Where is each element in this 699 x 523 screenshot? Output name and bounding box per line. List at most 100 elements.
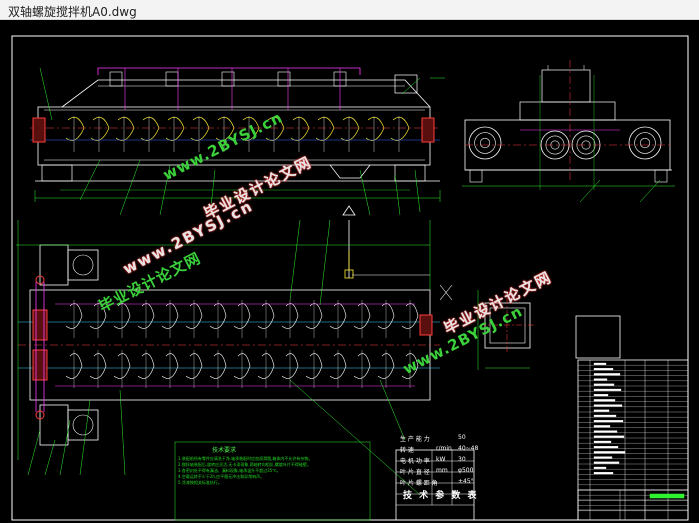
- side-foot: [654, 169, 668, 183]
- bom-text-stub: [593, 420, 624, 423]
- title-block: [577, 489, 689, 521]
- leader-line: [119, 159, 141, 216]
- auger-blade-top: [161, 303, 179, 329]
- auger-blade-bottom: [209, 353, 227, 379]
- window-title: 双轴螺旋搅拌机A0.dwg: [8, 5, 137, 19]
- leader-line: [579, 179, 601, 203]
- auger-blade-top: [329, 303, 347, 329]
- spec-value: 30: [458, 456, 466, 463]
- leader-line: [159, 164, 171, 216]
- note-line: 2.搅拌轴装配后,旋转应灵活,无卡滞现象,两轴转向相反,螺旋叶片不得碰壁。: [178, 462, 311, 467]
- gearbox: [32, 309, 48, 341]
- auger-blade-bottom: [161, 353, 179, 379]
- pulley: [468, 126, 502, 160]
- inlet-pipe: [277, 71, 291, 87]
- auger-blade-bottom: [137, 353, 155, 379]
- bearing-right: [421, 117, 435, 143]
- outlet: [329, 164, 371, 179]
- spiral-blade: [65, 117, 85, 141]
- leader-line: [119, 389, 126, 476]
- bom-text-stub: [593, 456, 613, 459]
- spiral-blade: [115, 117, 135, 141]
- note-line: 1.装配前所有零件应清洗干净,轴承装配时应加润滑脂,箱体内不允许有杂物。: [178, 456, 313, 461]
- support-right: [394, 164, 426, 182]
- leader-line: [27, 429, 41, 476]
- leader-line: [401, 77, 421, 95]
- pulley: [628, 126, 662, 160]
- bom-text-stub: [593, 446, 619, 449]
- auger-blade-top: [257, 303, 275, 329]
- bom-text-stub: [593, 451, 626, 454]
- auger-blade-top: [233, 303, 251, 329]
- leader-line: [359, 169, 371, 216]
- spiral-blade: [265, 117, 285, 141]
- spiral-blade: [290, 117, 310, 141]
- pulley-hub: [639, 137, 651, 149]
- note-line: 4.空载运转不少于2h,应平稳无冲击和异常响声。: [178, 474, 265, 479]
- trough-cover: [61, 79, 431, 108]
- auger-blade-bottom: [401, 353, 419, 379]
- title-block-stamp: [649, 493, 685, 499]
- spec-table-frame: [395, 449, 475, 521]
- spec-label: 叶 片 螺 距 角: [400, 480, 438, 487]
- motor-bottom-end: [72, 414, 94, 436]
- leader-line: [59, 419, 71, 476]
- auger-blade-bottom: [113, 353, 131, 379]
- pulley-hub: [479, 137, 491, 149]
- auger-blade-top: [305, 303, 323, 329]
- bom-text-stub: [593, 383, 615, 386]
- auger-blade-bottom: [329, 353, 347, 379]
- spiral-blade: [365, 117, 385, 141]
- bom-text-stub: [593, 466, 607, 469]
- spiral-blade: [390, 117, 410, 141]
- notes-title: 技术要求: [212, 447, 237, 454]
- auger-blade-bottom: [233, 353, 251, 379]
- bom-text-stub: [593, 399, 616, 402]
- side-hopper: [519, 101, 616, 121]
- pulley-inner: [474, 132, 496, 154]
- spec-table-title: 技 术 参 数 表: [403, 491, 479, 501]
- coupling: [35, 410, 45, 420]
- inlet-pipe: [109, 71, 123, 87]
- bom-text-stub: [593, 409, 610, 412]
- bom-text-stub: [593, 461, 620, 464]
- spiral-blade: [190, 117, 210, 141]
- motor-top: [67, 249, 99, 281]
- leader-line: [319, 219, 331, 306]
- auger-blade-bottom: [65, 353, 83, 379]
- spec-unit: mm: [436, 467, 448, 474]
- spec-unit: kW: [436, 456, 446, 463]
- bom-text-stub: [593, 440, 612, 443]
- notes-frame: [174, 441, 371, 521]
- bom-small-box: [575, 315, 621, 359]
- auger-blade-top: [185, 303, 203, 329]
- leader-line: [289, 379, 421, 496]
- motor: [394, 74, 418, 94]
- spiral-blade: [140, 117, 160, 141]
- spec-value: ±45°: [458, 478, 474, 485]
- cad-drawing: [11, 35, 689, 521]
- spiral-blade: [315, 117, 335, 141]
- auger-blade-top: [65, 303, 83, 329]
- auger-blade-bottom: [89, 353, 107, 379]
- bom-text-stub: [593, 414, 617, 417]
- bom-text-stub: [593, 368, 614, 371]
- leader-line: [289, 219, 301, 301]
- leader-line: [209, 169, 216, 216]
- spec-label: 电 机 功 率: [400, 458, 430, 465]
- leader-line: [79, 399, 91, 476]
- gearbox: [32, 349, 48, 381]
- spec-label: 叶 片 直 径: [400, 469, 430, 476]
- side-top-box: [541, 69, 591, 103]
- auger-blade-bottom: [257, 353, 275, 379]
- bom-text-stub: [593, 404, 623, 407]
- drawing-canvas[interactable]: 毕业设计论文网 www.2BYSJ.cn 毕业设计论文网 www.2BYSJ.c…: [0, 20, 699, 523]
- spec-value: φ500: [458, 467, 474, 474]
- pulley-inner: [634, 132, 656, 154]
- inlet-pipe: [165, 71, 179, 87]
- auger-blade-top: [113, 303, 131, 329]
- auger-blade-top: [353, 303, 371, 329]
- feed-pipe: [97, 67, 361, 75]
- auger-blade-top: [377, 303, 395, 329]
